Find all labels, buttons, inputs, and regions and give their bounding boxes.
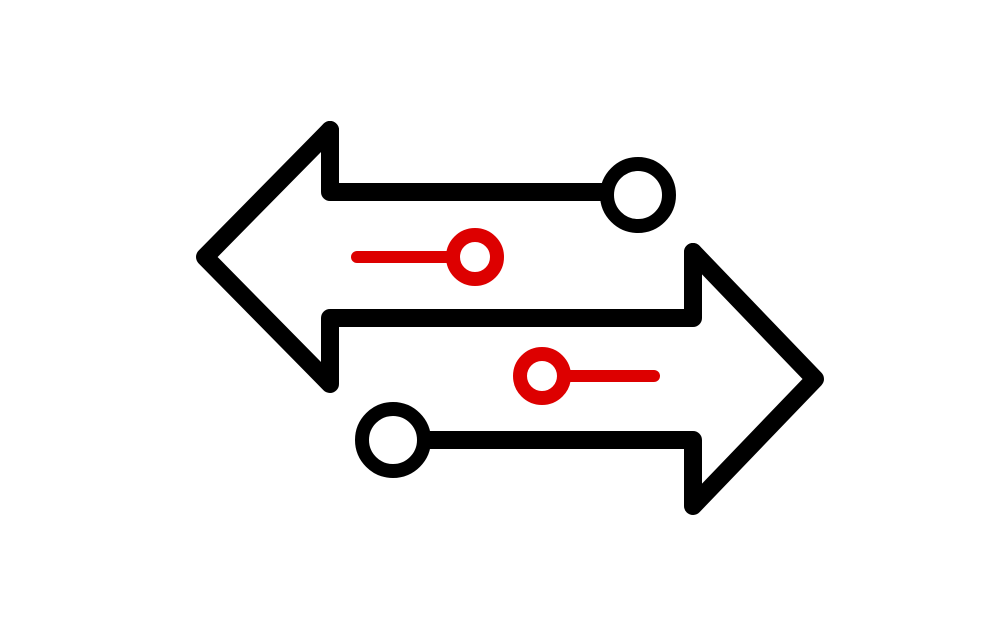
circuit-node-top-right-icon bbox=[600, 157, 676, 233]
accent-node-bottom-icon bbox=[513, 347, 571, 405]
right-arrow-icon bbox=[419, 243, 824, 515]
left-arrow-top-edge bbox=[321, 121, 612, 201]
accent-node-top-icon bbox=[446, 228, 504, 286]
circuit-node-bottom-left-icon bbox=[355, 402, 431, 478]
left-arrow-icon bbox=[196, 121, 702, 393]
